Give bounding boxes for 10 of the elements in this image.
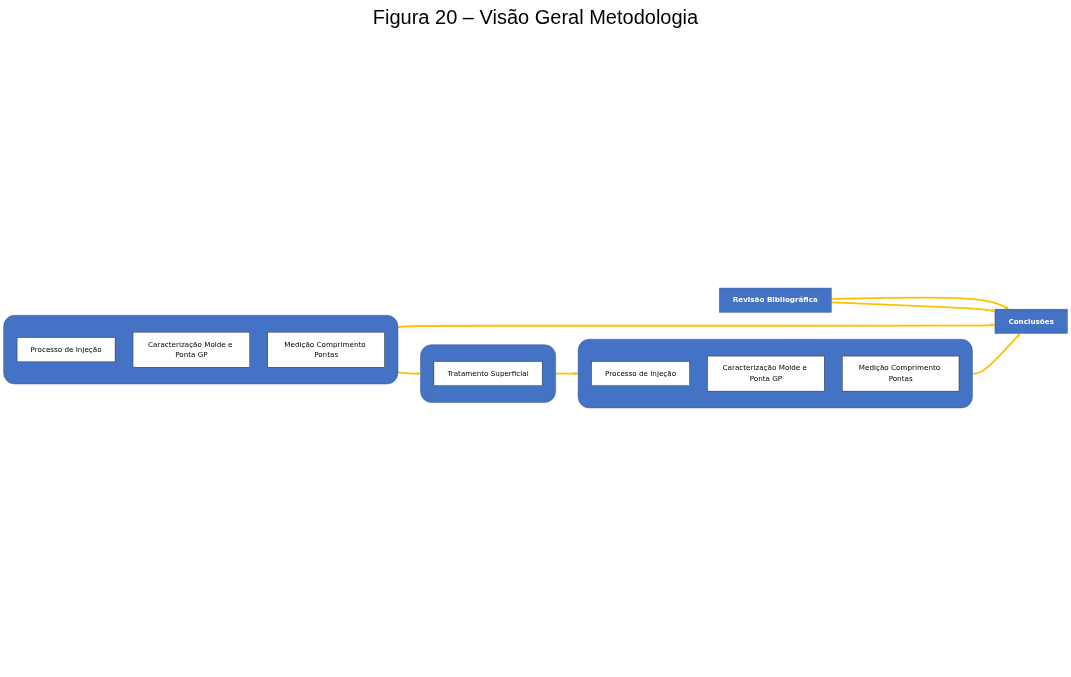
cluster xyxy=(3,315,399,385)
arrow xyxy=(971,333,1021,375)
arrow xyxy=(397,371,421,376)
cluster xyxy=(420,344,556,403)
cluster xyxy=(577,339,973,409)
figure-title: Figura 20 – Visão Geral Metodologia xyxy=(371,6,700,29)
arrow xyxy=(830,296,1009,310)
arrow xyxy=(397,323,996,328)
arrow xyxy=(554,371,579,376)
arrow xyxy=(830,301,996,313)
